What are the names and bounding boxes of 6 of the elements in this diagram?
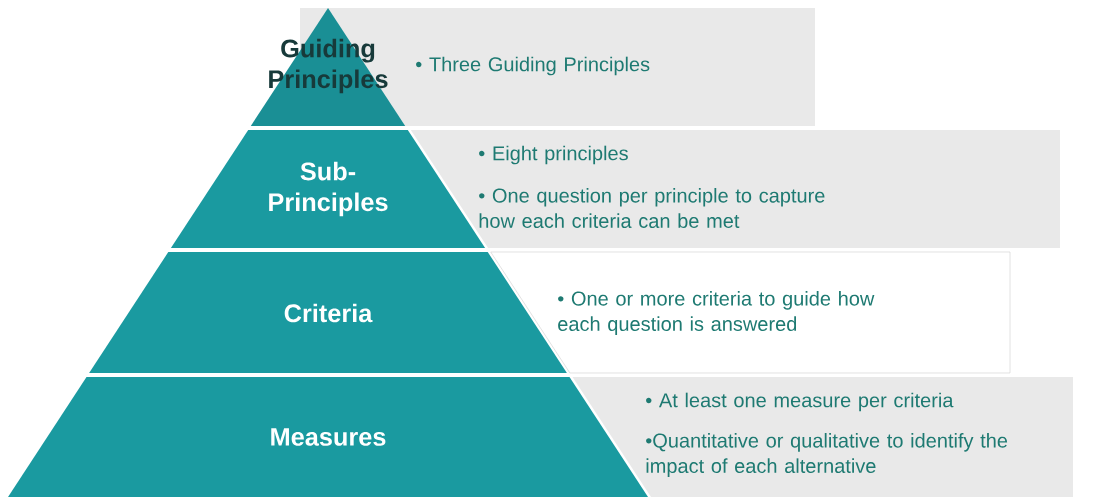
- description-band: [490, 251, 1011, 374]
- bullet-item: • Three Guiding Principles: [416, 56, 650, 76]
- bullet-item: •Quantitative or qualitative to identify the impact of each alternative: [646, 433, 1008, 477]
- bullet-item: • At least one measure per criteria: [646, 392, 954, 412]
- description-band: [410, 130, 1060, 248]
- description-band: [572, 377, 1073, 497]
